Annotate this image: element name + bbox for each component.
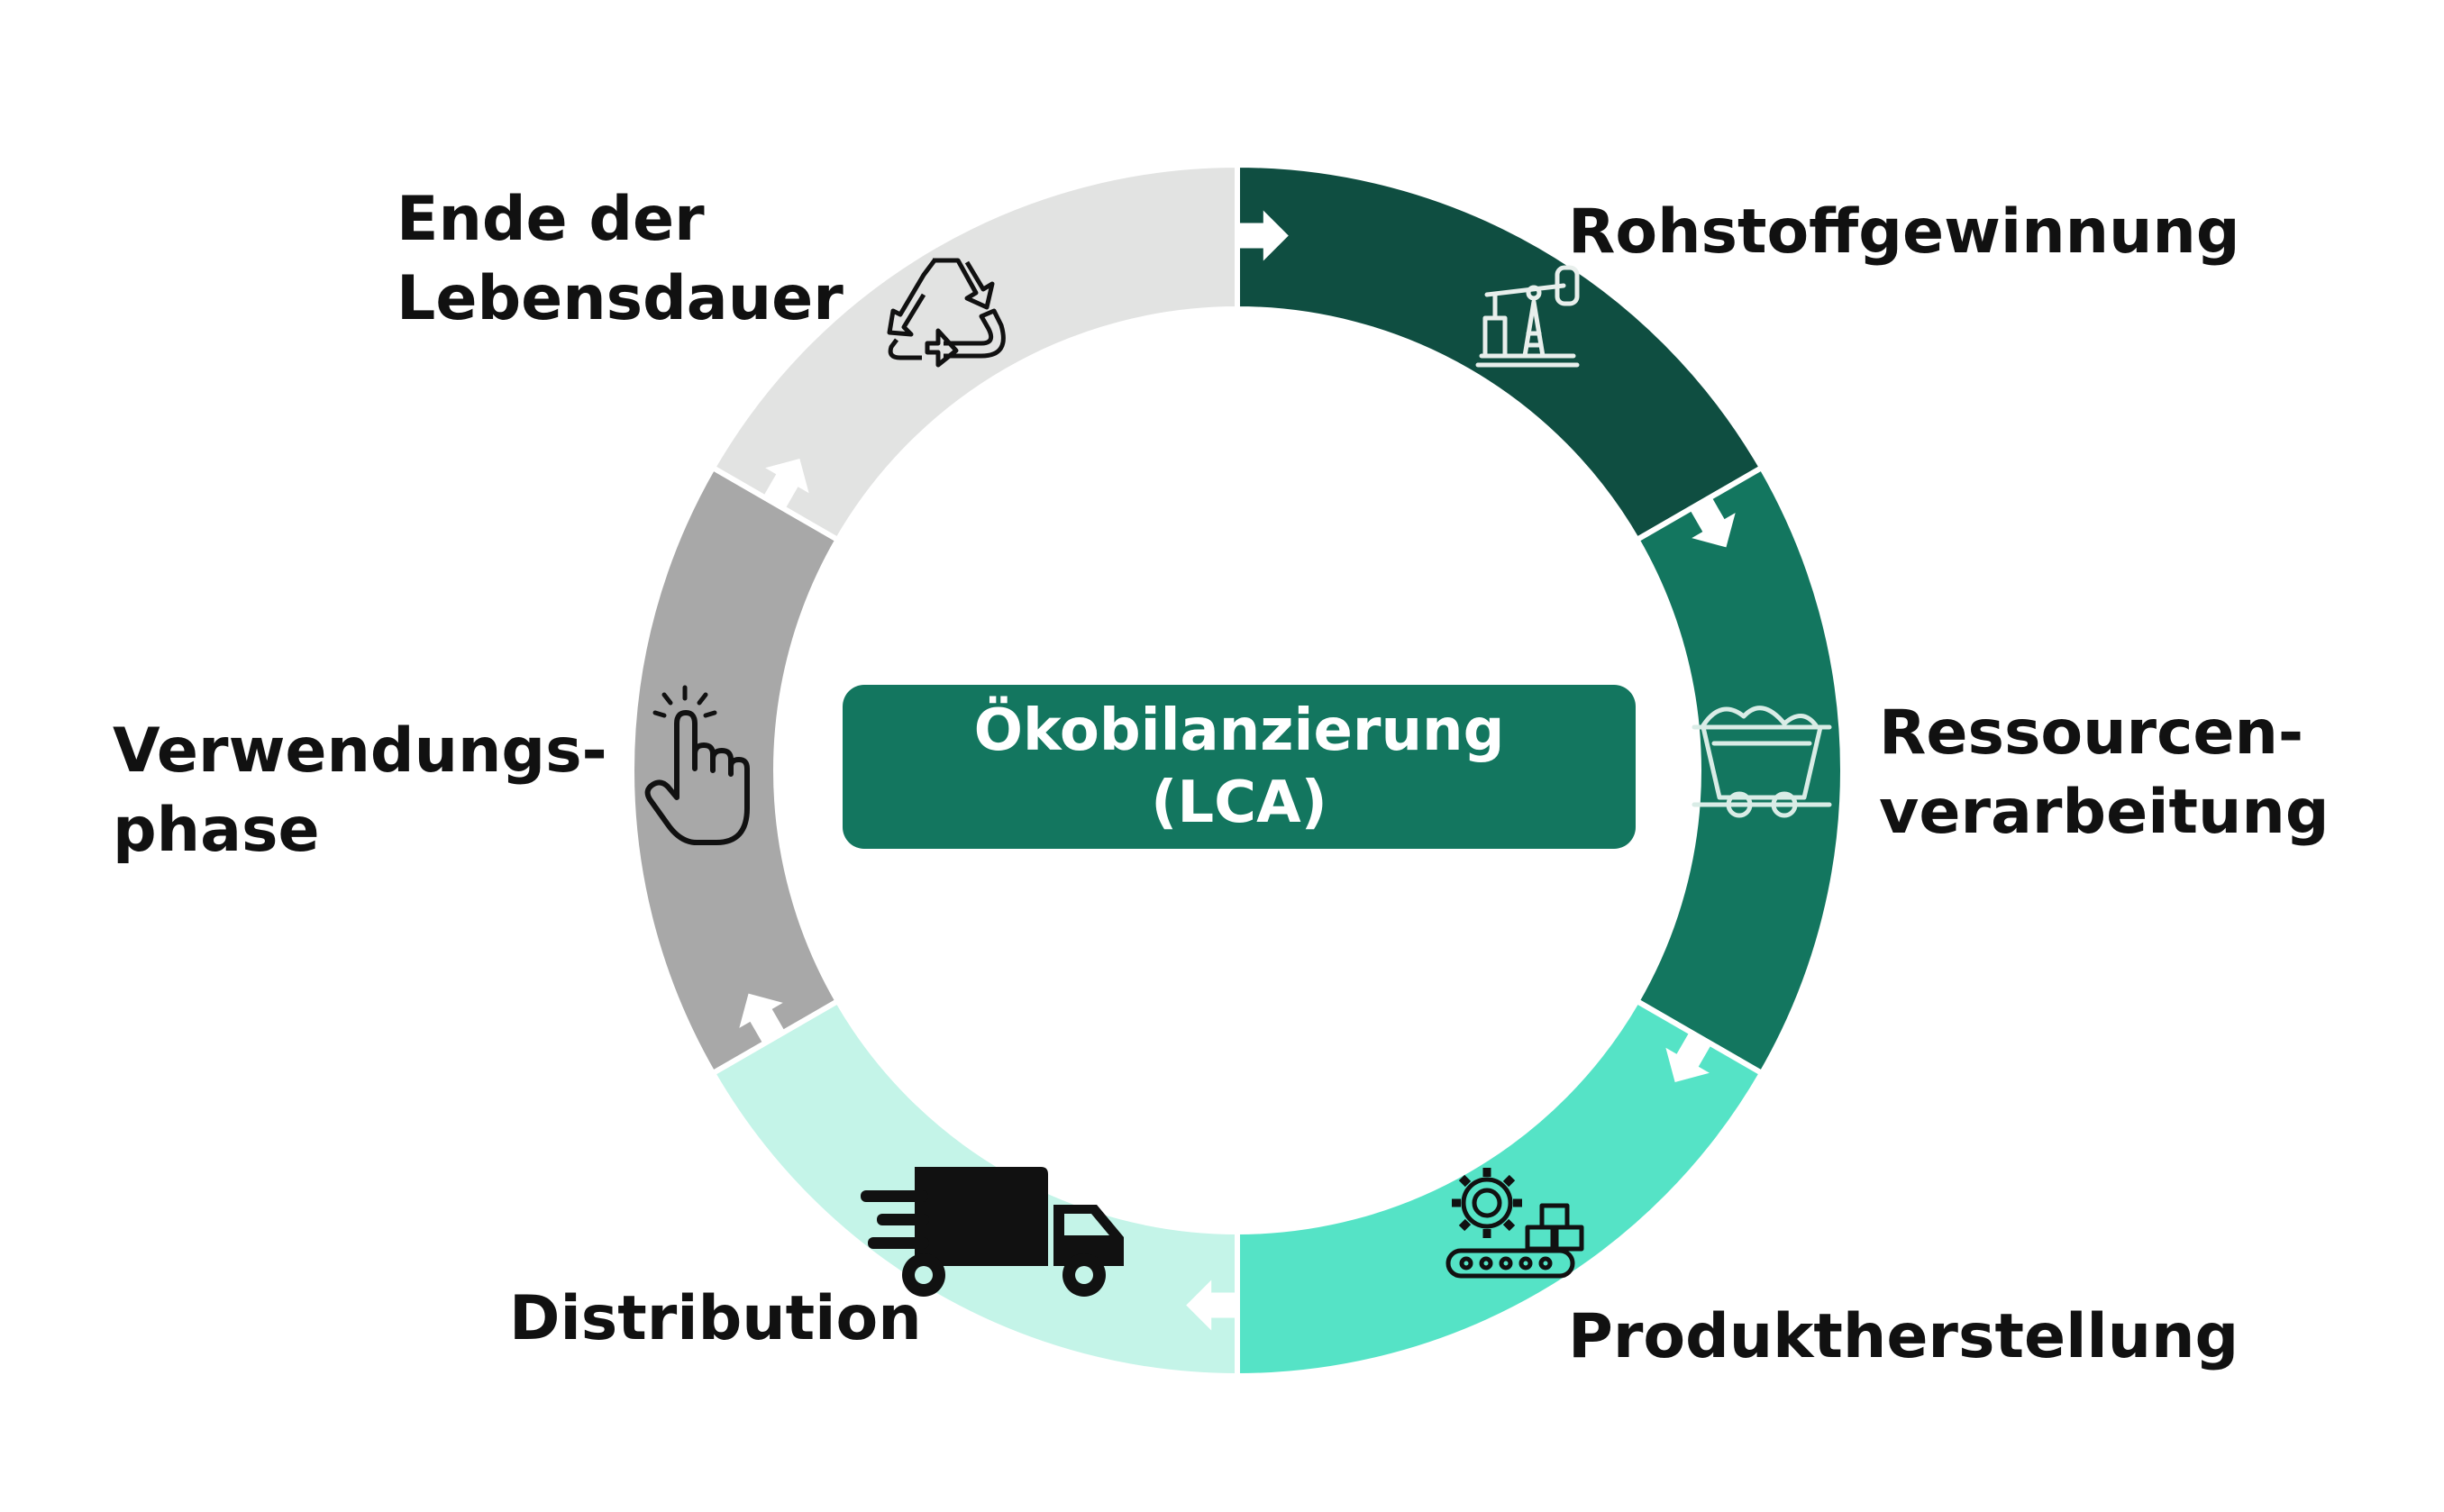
flow-arrow — [1665, 1032, 1711, 1082]
center-title: Ökobilanzierung — [973, 697, 1505, 764]
label-ende-der-lebensdauer: Ende der Lebensdauer — [397, 180, 844, 339]
lifecycle-ring — [629, 161, 1846, 1380]
label-line: Lebensdauer — [397, 263, 844, 334]
label-ressourcenverarbeitung: Ressourcen- verarbeitung — [1879, 694, 2330, 852]
label-line: Ressourcen- — [1879, 697, 2304, 769]
center-subtitle: (LCA) — [1151, 770, 1327, 836]
label-distribution: Distribution — [509, 1280, 922, 1359]
hand-pointer-icon — [644, 685, 750, 845]
label-produktherstellung: Produktherstellung — [1568, 1298, 2239, 1377]
label-rohstoffgewinnung: Rohstoffgewinnung — [1568, 193, 2240, 272]
flow-arrow — [739, 993, 785, 1044]
ring-segment-verwendung — [629, 463, 842, 1078]
oil-pump-icon — [1475, 265, 1580, 368]
label-line: Produktherstellung — [1568, 1301, 2239, 1372]
flow-arrow — [1186, 1280, 1237, 1331]
label-line: Verwendungs- — [113, 715, 607, 787]
delivery-truck-icon — [861, 1167, 1124, 1297]
label-line: Ende der — [397, 184, 705, 255]
label-line: phase — [113, 795, 320, 866]
flow-arrow — [763, 459, 809, 509]
flow-arrows — [739, 210, 1736, 1331]
flow-arrow — [1690, 496, 1736, 548]
gear-conveyor-icon — [1445, 1168, 1584, 1279]
label-line: verarbeitung — [1879, 777, 2330, 848]
label-verwendungsphase: Verwendungs- phase — [113, 712, 607, 870]
ring-segment-ende — [708, 161, 1240, 544]
recycle-icon — [887, 258, 1006, 368]
flow-arrow — [1237, 210, 1289, 261]
label-line: Rohstoffgewinnung — [1568, 196, 2240, 268]
mine-cart-icon — [1692, 706, 1832, 818]
label-line: Distribution — [509, 1283, 922, 1354]
center-title-box: Ökobilanzierung (LCA) — [843, 685, 1636, 849]
